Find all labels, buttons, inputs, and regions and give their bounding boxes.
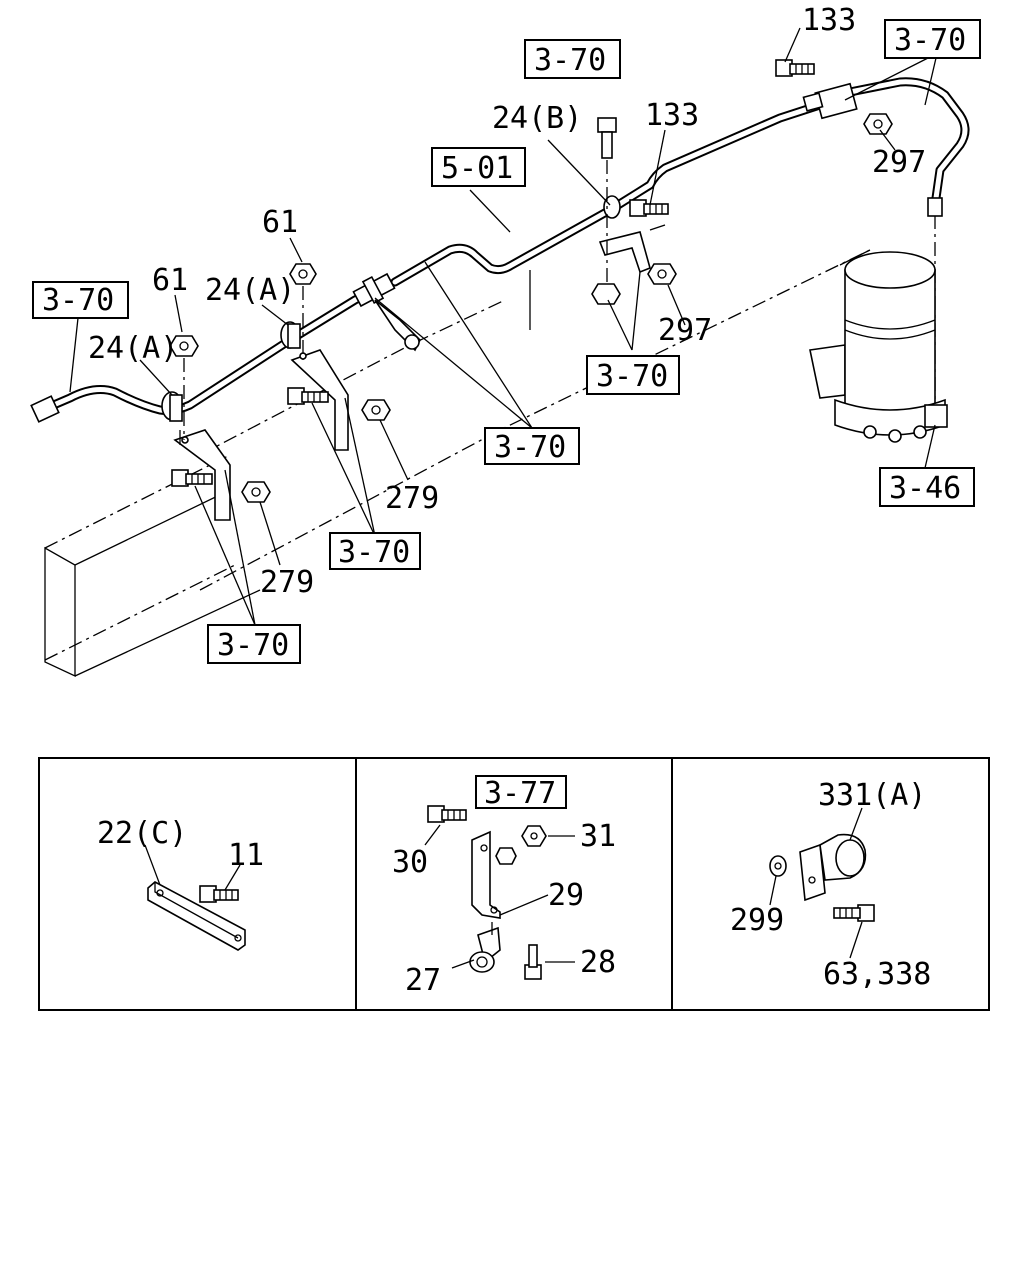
air-dryer-unit (809, 251, 948, 443)
ref-box-center (484, 427, 580, 465)
callout-24a-lower: 24(A) (88, 331, 178, 366)
detail-label-3-77: 3-77 (484, 776, 556, 811)
detail-label-331a: 331(A) (818, 778, 926, 813)
ref-box-3-77 (475, 775, 567, 809)
callout-3-70-bottom-left: 3-70 (217, 628, 289, 663)
detail-label-22c: 22(C) (97, 816, 187, 851)
detail-panels (38, 757, 990, 1011)
leader-lines (69, 27, 937, 626)
pipe-junction-block (802, 82, 858, 120)
ref-box-5-01 (431, 147, 526, 187)
ref-box-top-center (524, 39, 621, 79)
callout-279-right: 279 (385, 481, 439, 516)
detail-label-63-338: 63,338 (823, 957, 931, 992)
bolt-133-top (775, 59, 815, 77)
callout-3-70-lower-center: 3-70 (338, 535, 410, 570)
nut-279-right (361, 399, 391, 421)
ref-box-mid-right (586, 355, 680, 395)
air-pipe (37, 77, 970, 420)
detail-panel-1: 22(C) 11 (97, 816, 264, 951)
callout-3-46: 3-46 (889, 471, 961, 506)
pipe-union (352, 272, 396, 308)
detail-panel-3: 331(A) 299 63,338 (730, 778, 931, 992)
clamp-24a-lower (161, 391, 183, 422)
nut-279-left (241, 481, 271, 503)
nut-under-bracket (591, 283, 621, 305)
bracket-left (173, 429, 231, 521)
detail-label-27: 27 (405, 963, 441, 998)
detail-label-28: 28 (580, 945, 616, 980)
callout-3-70-top-center: 3-70 (534, 43, 606, 78)
ref-box-top-right (884, 19, 981, 59)
detail-label-30: 30 (392, 845, 428, 880)
callout-3-70-center: 3-70 (494, 430, 566, 465)
nut-297-mid (647, 263, 677, 285)
ref-box-left (32, 281, 129, 319)
bracket-pipe-support (374, 299, 421, 352)
detail-panel-2: 3-77 30 31 29 27 28 (392, 775, 616, 998)
callout-297-top: 297 (872, 145, 926, 180)
detail-label-11: 11 (228, 838, 264, 873)
bolt-279-left (171, 469, 213, 487)
callout-24a-upper: 24(A) (205, 273, 295, 308)
pipe-fitting-left (30, 395, 60, 423)
callout-61-upper: 61 (262, 205, 298, 240)
ref-box-bottom-left (207, 624, 301, 664)
nut-61-lower (169, 335, 199, 440)
nut-297-top (863, 113, 893, 135)
detail-label-299: 299 (730, 903, 784, 938)
ref-box-3-46 (879, 467, 975, 507)
detail-label-31: 31 (580, 819, 616, 854)
callout-3-70-mid-right: 3-70 (596, 359, 668, 394)
callout-3-70-top-right: 3-70 (894, 23, 966, 58)
ref-box-lower-center (329, 532, 421, 570)
callout-133-mid: 133 (645, 98, 699, 133)
bolt-279-center (287, 387, 329, 405)
bolt-133-mid (629, 199, 669, 217)
callout-24b: 24(B) (492, 101, 582, 136)
callout-133-top: 133 (802, 3, 856, 38)
detail-label-29: 29 (548, 878, 584, 913)
callout-5-01: 5-01 (441, 151, 513, 186)
frame-rail (44, 249, 871, 678)
nut-61-upper (289, 263, 317, 360)
callout-61-lower: 61 (152, 263, 188, 298)
callout-3-70-left: 3-70 (42, 283, 114, 318)
clamp-24a-upper (280, 321, 301, 349)
pipe-fitting-tank (927, 197, 943, 217)
clamp-24b (603, 195, 621, 219)
bolt-vertical-24b (597, 117, 617, 290)
callout-279-left: 279 (260, 565, 314, 600)
callout-297-mid: 297 (658, 313, 712, 348)
